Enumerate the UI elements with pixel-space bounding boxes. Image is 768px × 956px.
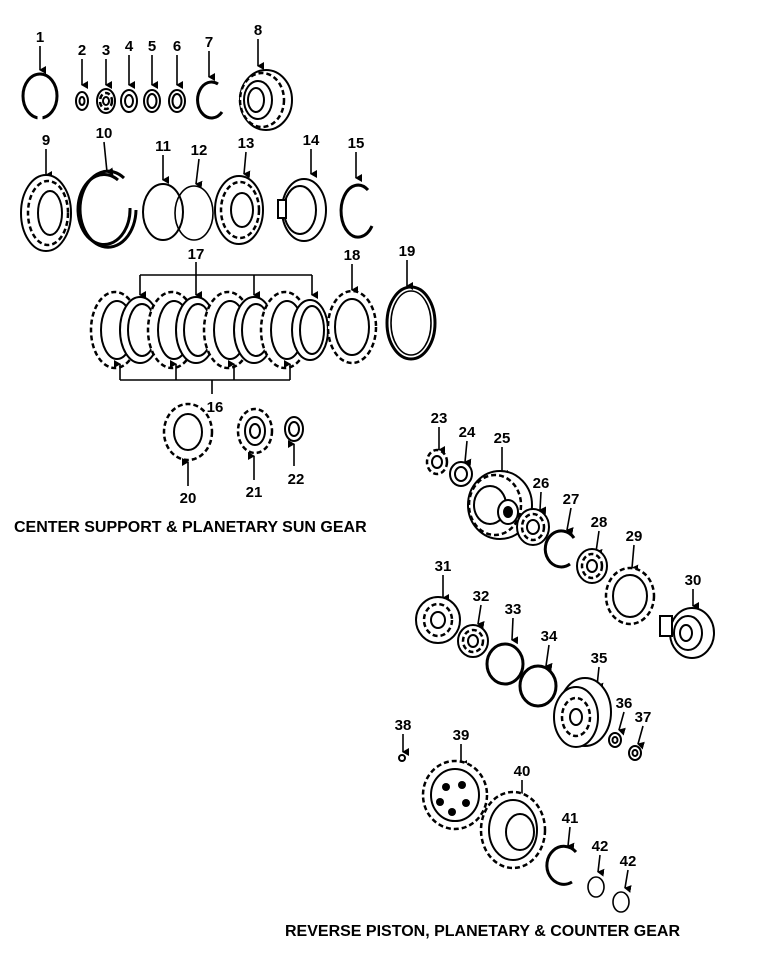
callout-10: 10	[96, 125, 113, 142]
part-31-center-support	[415, 596, 461, 644]
callout-28: 28	[591, 514, 608, 531]
part-5-washer	[143, 89, 161, 113]
callout-34: 34	[541, 628, 558, 645]
part-23-nut	[425, 448, 449, 476]
part-32-bearing	[457, 624, 489, 658]
clutch-pack	[89, 290, 329, 370]
callout-arrows-23-25	[438, 427, 508, 478]
part-2-washer	[75, 91, 89, 111]
part-38-ball	[398, 754, 406, 762]
callout-arrows-row1	[39, 39, 264, 89]
callout-37: 37	[635, 709, 652, 726]
callout-29: 29	[626, 528, 643, 545]
part-35-reverse-piston	[553, 677, 612, 748]
part-36-washer	[608, 732, 622, 748]
part-29-ring-gear	[604, 566, 656, 626]
callout-38: 38	[395, 717, 412, 734]
callout-35: 35	[591, 650, 608, 667]
callout-22: 22	[288, 471, 305, 488]
callout-27: 27	[563, 491, 580, 508]
callout-42b: 42	[620, 853, 637, 870]
callout-24: 24	[459, 424, 476, 441]
callout-23: 23	[431, 410, 448, 427]
callout-arrows-36-37	[618, 711, 645, 750]
part-8-clutch-drum	[238, 69, 293, 131]
callout-arrows-row4	[182, 440, 295, 486]
part-25-counter-gear	[467, 470, 533, 540]
part-15-snap-ring	[339, 183, 374, 239]
part-3-bearing	[96, 88, 116, 114]
part-18-pressure-plate	[326, 289, 378, 365]
callout-2: 2	[78, 42, 86, 59]
callout-36: 36	[616, 695, 633, 712]
callout-33: 33	[505, 601, 522, 618]
callout-13: 13	[238, 135, 255, 152]
part-40-planetary-gear	[479, 790, 547, 870]
part-33-seal	[485, 642, 525, 686]
part-14-one-way-clutch	[277, 178, 327, 242]
part-34-seal	[518, 664, 558, 708]
callout-21: 21	[246, 484, 263, 501]
callout-4: 4	[125, 38, 134, 55]
part-39-planetary-carrier	[421, 759, 489, 831]
bracket-17	[139, 262, 318, 299]
part-41-snap-ring	[545, 844, 578, 886]
callout-26: 26	[533, 475, 550, 492]
part-20-sun-gear	[162, 402, 214, 462]
part-28-bearing	[576, 548, 608, 584]
callout-42a: 42	[592, 838, 609, 855]
caption-reverse-piston: REVERSE PISTON, PLANETARY & COUNTER GEAR	[285, 923, 680, 940]
part-30-output-flange	[659, 607, 715, 659]
part-11-ring	[142, 183, 184, 241]
part-7-snap-ring	[196, 80, 224, 120]
part-4-race	[120, 89, 138, 113]
part-1-snap-ring	[21, 72, 59, 120]
callout-19: 19	[399, 243, 416, 260]
callout-arrows-row2	[45, 141, 362, 189]
callout-1: 1	[36, 29, 44, 46]
callout-6: 6	[173, 38, 181, 55]
callout-20: 20	[180, 490, 197, 507]
part-22-washer	[284, 416, 304, 442]
callout-41: 41	[562, 810, 579, 827]
caption-center-support: CENTER SUPPORT & PLANETARY SUN GEAR	[14, 519, 367, 536]
part-12-ring	[174, 185, 214, 241]
callout-31: 31	[435, 558, 452, 575]
part-27-snap-ring	[543, 529, 576, 569]
part-42-o-ring-a	[587, 876, 605, 898]
callout-9: 9	[42, 132, 50, 149]
callout-arrows-41-42	[567, 826, 632, 893]
bracket-16	[114, 360, 291, 394]
callout-5: 5	[148, 38, 156, 55]
part-24-washer	[449, 461, 473, 487]
callout-8: 8	[254, 22, 262, 39]
callout-30: 30	[685, 572, 702, 589]
callout-32: 32	[473, 588, 490, 605]
callout-15: 15	[348, 135, 365, 152]
callout-39: 39	[453, 727, 470, 744]
callout-arrows-26-30	[539, 491, 699, 610]
callout-40: 40	[514, 763, 531, 780]
part-42-o-ring-b	[612, 891, 630, 913]
part-26-bearing	[516, 508, 550, 546]
callout-7: 7	[205, 34, 213, 51]
part-10-snap-ring	[76, 169, 138, 249]
part-6-washer	[168, 89, 186, 113]
part-13-sun-gear-drum	[214, 175, 264, 245]
callout-11: 11	[155, 138, 171, 155]
callout-18: 18	[344, 247, 361, 264]
callout-12: 12	[191, 142, 208, 159]
callout-17: 17	[188, 246, 205, 263]
part-21-bearing	[236, 407, 274, 455]
part-9-clutch-hub	[20, 174, 72, 252]
callout-14: 14	[303, 132, 320, 149]
callout-3: 3	[102, 42, 110, 59]
callout-25: 25	[494, 430, 511, 447]
part-19-seal-ring	[385, 285, 437, 361]
part-37-washer	[628, 745, 642, 761]
callout-16: 16	[207, 399, 224, 416]
